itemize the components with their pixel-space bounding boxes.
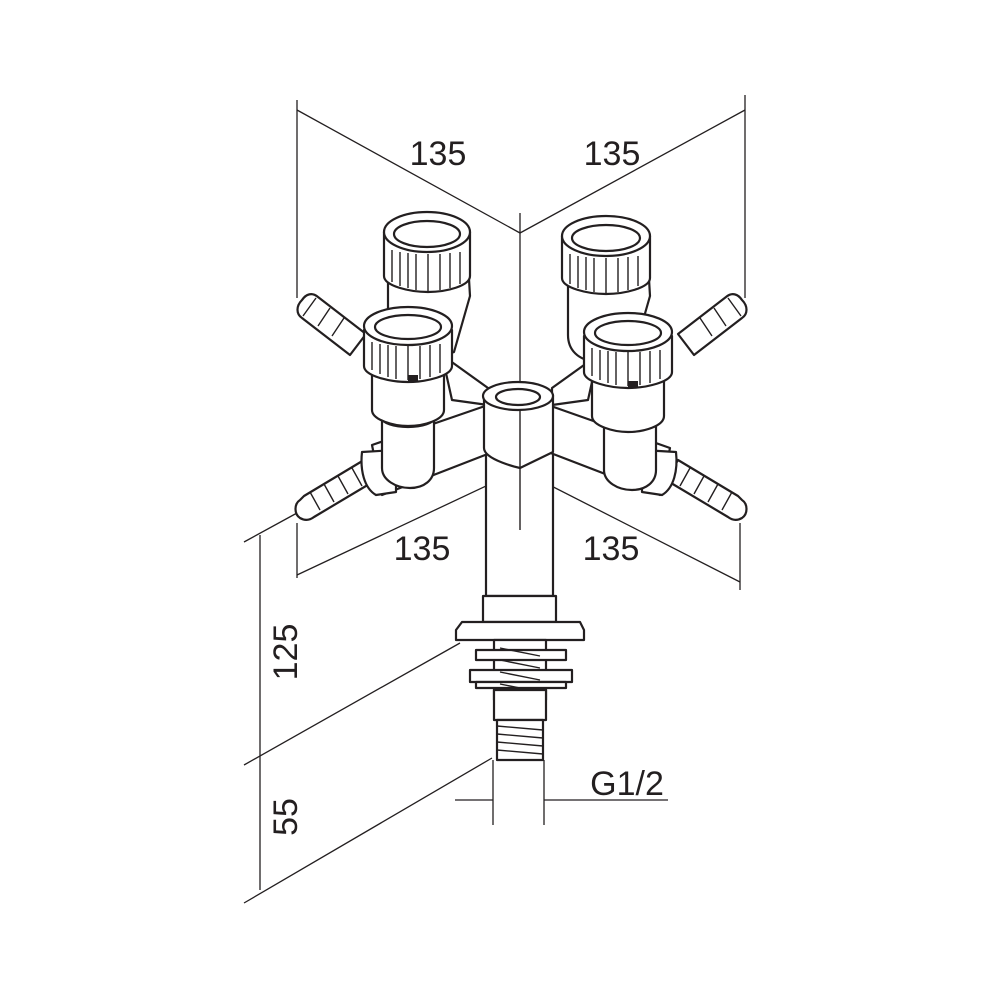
dim-height-lower-label: 55 [267,798,305,836]
dimension-lines [243,95,746,904]
center-hub [481,380,555,470]
dim-height-upper-label: 125 [267,624,305,681]
thread-size-label: G1/2 [590,765,664,803]
dim-bottom-left-label: 135 [394,530,451,568]
mounting-assembly [454,594,586,762]
valve-front-right [582,311,748,521]
dim-bottom-right-label: 135 [583,530,640,568]
dim-top-right-label: 135 [584,135,641,173]
valve-front-left [294,305,454,521]
dim-top-left-label: 135 [410,135,467,173]
valve-stem [484,446,555,598]
